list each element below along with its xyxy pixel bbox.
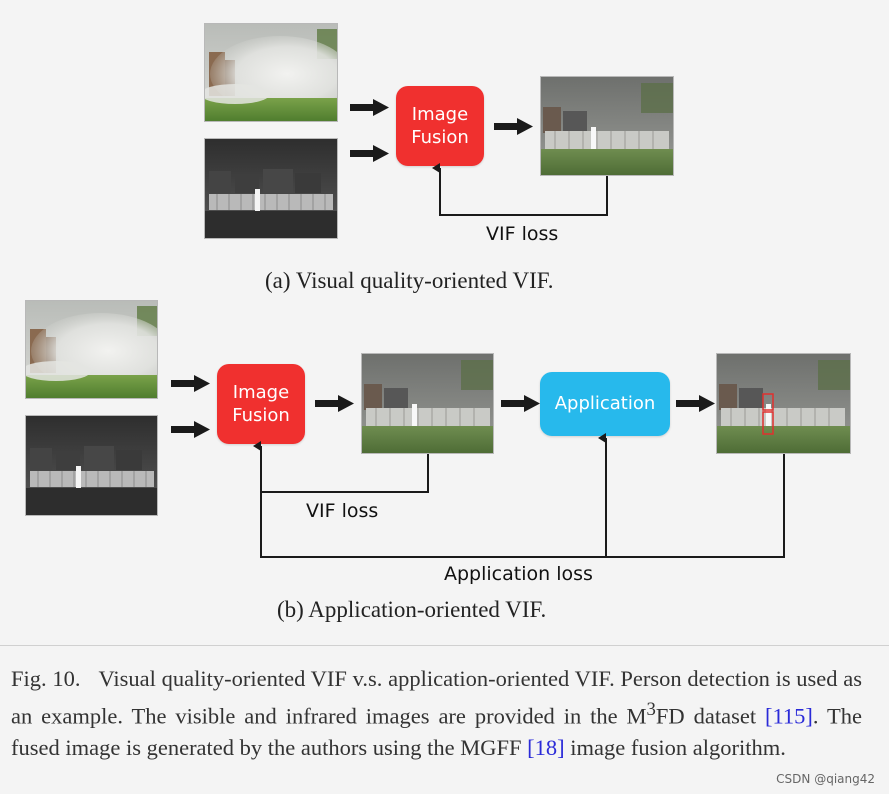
- detection-box-1: [762, 393, 774, 411]
- fused-image-b: [361, 353, 494, 454]
- figure-label: Fig. 10.: [11, 666, 81, 691]
- caption-text-3: . The fused image is generated by the au…: [11, 703, 863, 760]
- input-arrow-infrared-a: [350, 145, 389, 162]
- caption-text-4: image fusion algorithm.: [564, 734, 786, 760]
- application-to-detection-arrow: [676, 395, 715, 412]
- figure-caption: Fig. 10.Visual quality-oriented VIF v.s.…: [11, 663, 862, 763]
- image-fusion-label-b-line1: Image: [232, 381, 290, 403]
- reference-link-115[interactable]: [115]: [764, 703, 813, 729]
- reference-link-18[interactable]: [18]: [527, 734, 565, 760]
- infrared-image-b: [25, 415, 158, 516]
- visible-image-b: [25, 300, 158, 399]
- fused-image-a: [540, 76, 674, 176]
- watermark: CSDN @qiang42: [776, 772, 875, 786]
- caption-text-1: Visual quality-oriented VIF v.s. applica…: [11, 666, 863, 729]
- detection-box-2: [762, 411, 774, 435]
- output-arrow-a: [494, 118, 533, 135]
- image-fusion-label-b-line2: Fusion: [232, 405, 290, 426]
- detection-image: [716, 353, 851, 454]
- fusion-to-fused-arrow-b: [315, 395, 354, 412]
- image-fusion-box-b: Image Fusion: [217, 364, 305, 444]
- vif-loss-label-b: VIF loss: [306, 500, 379, 522]
- application-label: Application: [554, 393, 656, 415]
- caption-superscript: 3: [646, 699, 656, 720]
- input-arrow-infrared-b: [171, 421, 210, 438]
- image-fusion-box-a: Image Fusion: [396, 86, 484, 166]
- subcaption-b: (b) Application-oriented VIF.: [277, 597, 547, 622]
- figure: Image Fusion VIF loss (a) Visual quality…: [25, 23, 851, 622]
- subcaption-a: (a) Visual quality-oriented VIF.: [265, 268, 554, 293]
- visible-image-a: [204, 23, 338, 122]
- input-arrow-visible-b: [171, 375, 210, 392]
- caption-text-2: FD dataset: [655, 703, 765, 729]
- infrared-image-a: [204, 138, 338, 239]
- image-fusion-label-a-line1: Image: [411, 103, 469, 125]
- image-fusion-label-a-line2: Fusion: [411, 127, 469, 148]
- caption-area: Fig. 10.Visual quality-oriented VIF v.s.…: [0, 645, 889, 794]
- application-box: Application: [540, 372, 670, 436]
- vif-loss-label-a: VIF loss: [486, 223, 559, 245]
- application-loss-label: Application loss: [444, 563, 593, 585]
- fused-to-application-arrow: [501, 395, 540, 412]
- input-arrow-visible-a: [350, 99, 389, 116]
